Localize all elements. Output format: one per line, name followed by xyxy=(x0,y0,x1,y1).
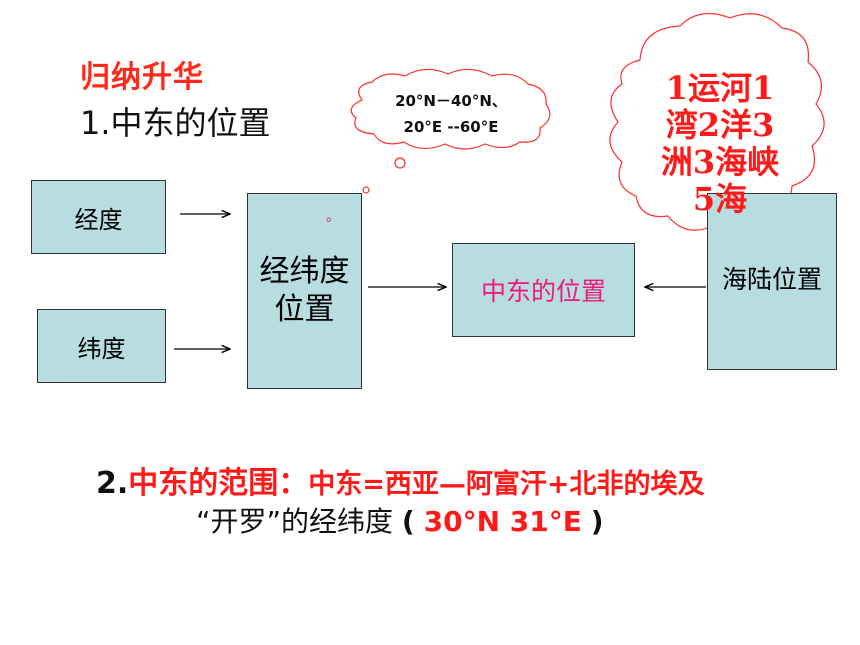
cloud-right-line4: 5海 xyxy=(692,180,748,218)
range-definition: 中东=西亚—阿富汗+北非的埃及 xyxy=(308,469,705,500)
box-latitude-label: 纬度 xyxy=(77,334,126,363)
range-line1: 2.中东的范围：中东=西亚—阿富汗+北非的埃及 xyxy=(96,458,705,502)
box-middle-east-label: 中东的位置 xyxy=(480,277,606,306)
range-line2: “开罗”的经纬度 ( 30°N 31°E ) xyxy=(196,500,604,540)
subheading: 1.中东的位置 xyxy=(80,104,271,142)
cloud-left-bubble-small xyxy=(362,186,370,194)
cloud-right-line1: 1运河1 xyxy=(665,69,775,107)
range-label: 中东的范围： xyxy=(128,466,309,501)
cloud-right-line3: 洲3海峡 xyxy=(660,143,780,181)
cloud-right-line2: 湾2洋3 xyxy=(665,106,775,144)
latlon-mark: 。 xyxy=(326,209,340,225)
paren-close: ) xyxy=(590,505,604,538)
box-latlon-line2: 位置 xyxy=(274,292,335,327)
cloud-left-bubble xyxy=(394,157,406,169)
cloud-left-line1: 20°N－40°N、 xyxy=(395,92,507,110)
box-latitude: 纬度 xyxy=(37,309,166,383)
cloud-left-text: 20°N－40°N、 20°E --60°E xyxy=(356,88,546,140)
cloud-left-line2: 20°E --60°E xyxy=(403,118,499,136)
box-longitude: 经度 xyxy=(31,180,166,254)
cairo-coordinates: 30°N 31°E xyxy=(423,505,582,538)
box-latlon-position: 经纬度 位置 xyxy=(247,193,362,389)
heading: 归纳升华 xyxy=(80,60,204,95)
box-land-sea-location: 海陆位置 xyxy=(707,193,837,370)
box-land-sea-label: 海陆位置 xyxy=(721,264,822,294)
box-latlon-line1: 经纬度 xyxy=(259,254,350,289)
box-longitude-label: 经度 xyxy=(74,205,123,234)
cloud-right-text: 1运河1 湾2洋3 洲3海峡 5海 xyxy=(645,70,795,218)
range-number: 2. xyxy=(96,466,129,501)
paren-open: ( xyxy=(401,505,415,538)
cloud-left-shape xyxy=(350,68,551,150)
cairo-label: “开罗”的经纬度 xyxy=(196,505,394,538)
box-middle-east-location: 中东的位置 xyxy=(452,243,635,337)
